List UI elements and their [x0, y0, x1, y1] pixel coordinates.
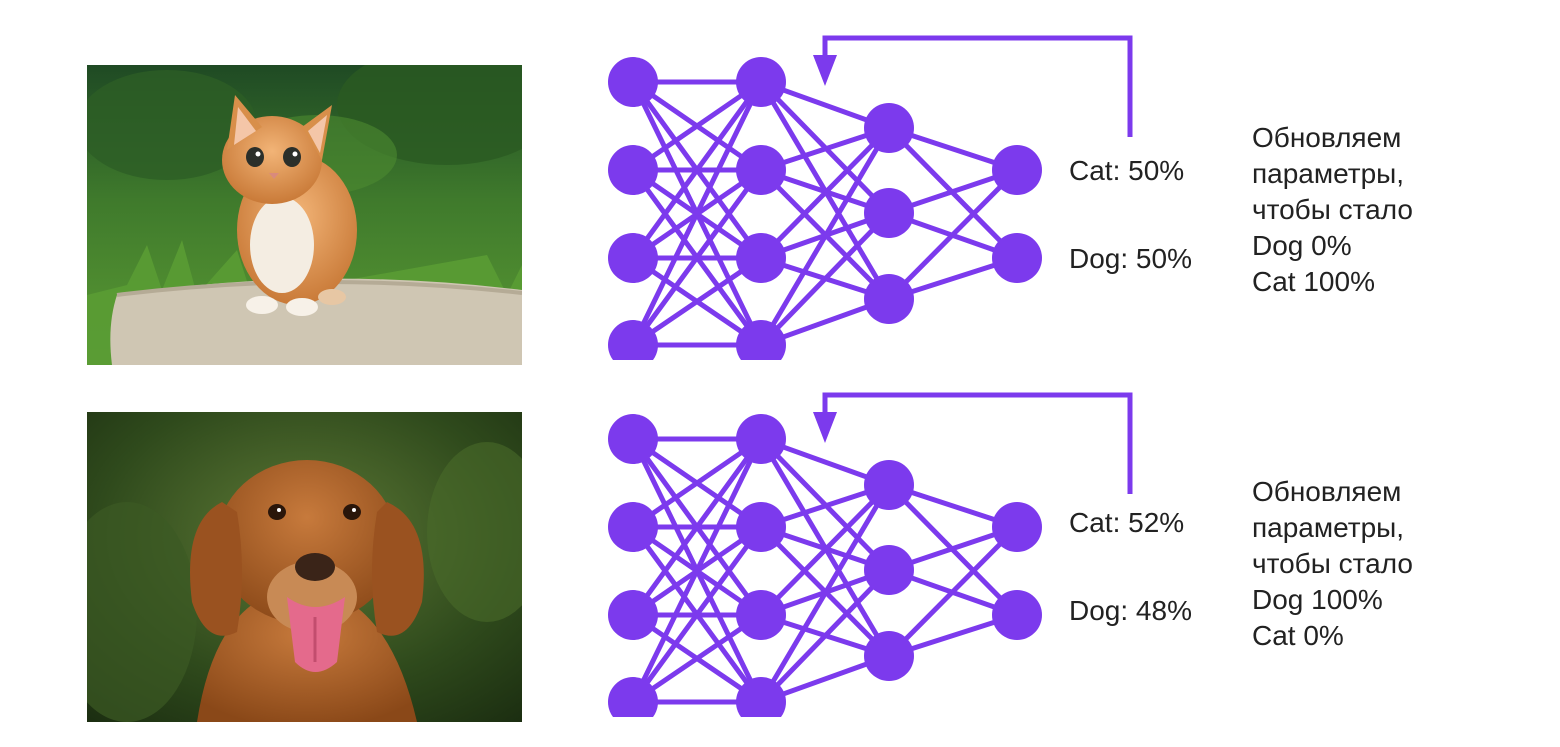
- network-connections: [630, 79, 1019, 348]
- network-node: [736, 677, 786, 717]
- dog-probability: Dog: 50%: [1069, 243, 1192, 274]
- network-connection: [887, 525, 1019, 658]
- network-connection: [630, 437, 764, 704]
- update-parameters-note: Обновляем параметры, чтобы стало Dog 0% …: [1252, 120, 1413, 300]
- note-line: Cat 0%: [1252, 620, 1344, 651]
- kitten-photo: [87, 65, 522, 365]
- update-parameters-note: Обновляем параметры, чтобы стало Dog 100…: [1252, 474, 1413, 654]
- network-connection: [631, 255, 763, 348]
- network-node: [736, 320, 786, 360]
- golden-retriever-photo: [87, 412, 522, 722]
- network-node: [992, 590, 1042, 640]
- network-node: [608, 502, 658, 552]
- network-connection: [630, 80, 764, 260]
- network-connection: [630, 168, 764, 347]
- neural-network-diagram: [590, 357, 1150, 717]
- feedback-arrow: [822, 392, 1133, 494]
- network-node: [736, 233, 786, 283]
- cat-probability: Cat: 52%: [1069, 507, 1185, 538]
- network-node: [608, 414, 658, 464]
- network-connection: [631, 79, 763, 173]
- network-connection: [631, 612, 763, 705]
- network-node: [736, 414, 786, 464]
- network-node: [608, 145, 658, 195]
- network-connection: [887, 168, 1019, 301]
- arrow-head-icon: [813, 55, 837, 86]
- note-line: параметры,: [1252, 158, 1405, 189]
- network-connection: [631, 436, 763, 530]
- network-connection: [759, 568, 891, 704]
- network-node: [608, 57, 658, 107]
- network-node: [736, 145, 786, 195]
- cat-example-row: Cat: 50% Dog: 50% Обновляем параметры, ч…: [0, 0, 1560, 365]
- network-connection: [758, 126, 892, 347]
- note-line: Dog 100%: [1252, 584, 1383, 615]
- arrow-head-icon: [813, 412, 837, 443]
- network-node: [864, 545, 914, 595]
- network-node: [864, 460, 914, 510]
- network-node: [864, 103, 914, 153]
- network-connection: [759, 483, 891, 617]
- neural-network-diagram: [590, 0, 1150, 360]
- network-node: [992, 502, 1042, 552]
- network-connection: [759, 126, 891, 260]
- note-line: параметры,: [1252, 512, 1405, 543]
- network-node: [608, 590, 658, 640]
- network-node: [608, 320, 658, 360]
- cat-probability: Cat: 50%: [1069, 155, 1185, 186]
- network-connections: [630, 436, 1019, 705]
- network-node: [864, 188, 914, 238]
- network-connection: [630, 80, 764, 347]
- note-line: Dog 0%: [1252, 230, 1352, 261]
- network-connection: [630, 525, 764, 704]
- network-connection: [630, 437, 764, 617]
- note-line: чтобы стало: [1252, 548, 1413, 579]
- network-node: [992, 145, 1042, 195]
- network-node: [864, 274, 914, 324]
- note-line: чтобы стало: [1252, 194, 1413, 225]
- network-node: [736, 502, 786, 552]
- network-node: [736, 57, 786, 107]
- dog-example-row: Cat: 52% Dog: 48% Обновляем параметры, ч…: [0, 357, 1560, 722]
- note-line: Обновляем: [1252, 122, 1402, 153]
- dog-probability: Dog: 48%: [1069, 595, 1192, 626]
- network-connection: [759, 211, 891, 347]
- feedback-arrow: [822, 35, 1133, 137]
- network-connection: [758, 483, 892, 704]
- network-node: [608, 233, 658, 283]
- network-node: [608, 677, 658, 717]
- network-node: [992, 233, 1042, 283]
- note-line: Cat 100%: [1252, 266, 1375, 297]
- note-line: Обновляем: [1252, 476, 1402, 507]
- network-nodes: [608, 414, 1042, 717]
- network-nodes: [608, 57, 1042, 360]
- network-node: [736, 590, 786, 640]
- network-node: [864, 631, 914, 681]
